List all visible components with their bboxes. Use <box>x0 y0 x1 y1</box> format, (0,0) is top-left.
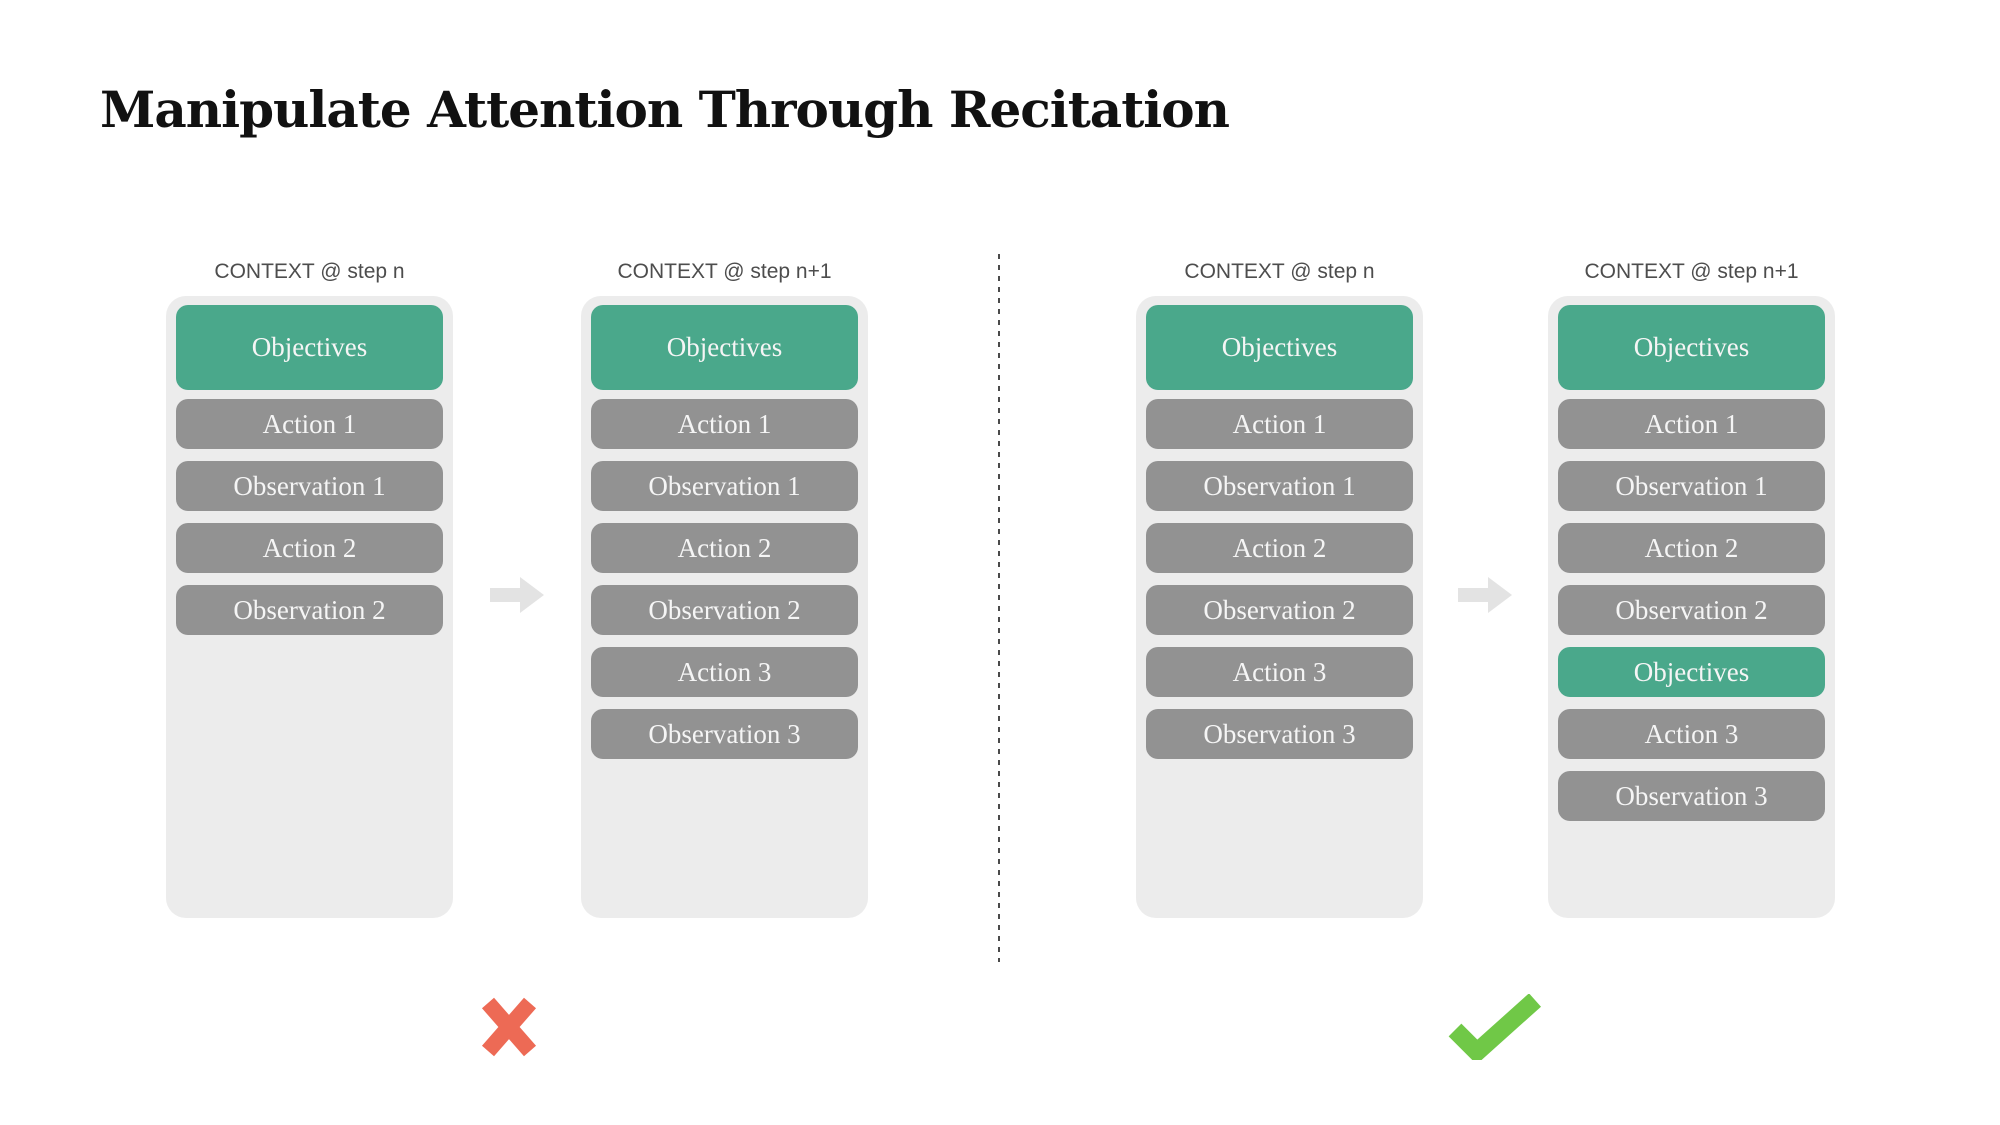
objectives-block: Objectives <box>591 305 858 390</box>
objectives-block: Objectives <box>1558 305 1825 390</box>
check-icon <box>1448 994 1542 1060</box>
observation-block: Observation 3 <box>1146 709 1413 759</box>
observation-block: Observation 2 <box>591 585 858 635</box>
context-step-label: CONTEXT @ step n <box>214 260 405 283</box>
observation-block: Observation 3 <box>1558 771 1825 821</box>
objectives-block: Objectives <box>176 305 443 390</box>
action-block: Action 1 <box>1558 399 1825 449</box>
cross-icon <box>481 997 537 1057</box>
action-block: Action 2 <box>1558 523 1825 573</box>
context-column-step-n: CONTEXT @ step n Objectives Action 1 Obs… <box>166 258 453 918</box>
page-title: Manipulate Attention Through Recitation <box>100 80 1230 139</box>
action-block: Action 1 <box>1146 399 1413 449</box>
observation-block: Observation 1 <box>1558 461 1825 511</box>
context-step-label: CONTEXT @ step n+1 <box>617 260 832 283</box>
action-block: Action 3 <box>591 647 858 697</box>
observation-block: Observation 2 <box>176 585 443 635</box>
context-column-step-n: CONTEXT @ step n Objectives Action 1 Obs… <box>1136 258 1423 918</box>
action-block: Action 3 <box>1146 647 1413 697</box>
observation-block: Observation 1 <box>1146 461 1413 511</box>
observation-block: Observation 1 <box>176 461 443 511</box>
observation-block: Observation 1 <box>591 461 858 511</box>
context-panel: Objectives Action 1 Observation 1 Action… <box>581 296 868 918</box>
context-column-step-n1: CONTEXT @ step n+1 Objectives Action 1 O… <box>1548 258 1835 918</box>
right-arrow-icon <box>1458 577 1512 613</box>
recited-objectives-block: Objectives <box>1558 647 1825 697</box>
context-step-label: CONTEXT @ step n+1 <box>1584 260 1799 283</box>
action-block: Action 2 <box>1146 523 1413 573</box>
context-panel: Objectives Action 1 Observation 1 Action… <box>166 296 453 918</box>
context-column-step-n1: CONTEXT @ step n+1 Objectives Action 1 O… <box>581 258 868 918</box>
section-divider <box>998 254 1000 962</box>
action-block: Action 3 <box>1558 709 1825 759</box>
context-panel: Objectives Action 1 Observation 1 Action… <box>1136 296 1423 918</box>
observation-block: Observation 2 <box>1558 585 1825 635</box>
action-block: Action 1 <box>176 399 443 449</box>
action-block: Action 2 <box>176 523 443 573</box>
context-panel: Objectives Action 1 Observation 1 Action… <box>1548 296 1835 918</box>
right-arrow-icon <box>490 577 544 613</box>
observation-block: Observation 2 <box>1146 585 1413 635</box>
action-block: Action 2 <box>591 523 858 573</box>
action-block: Action 1 <box>591 399 858 449</box>
context-step-label: CONTEXT @ step n <box>1184 260 1375 283</box>
objectives-block: Objectives <box>1146 305 1413 390</box>
observation-block: Observation 3 <box>591 709 858 759</box>
